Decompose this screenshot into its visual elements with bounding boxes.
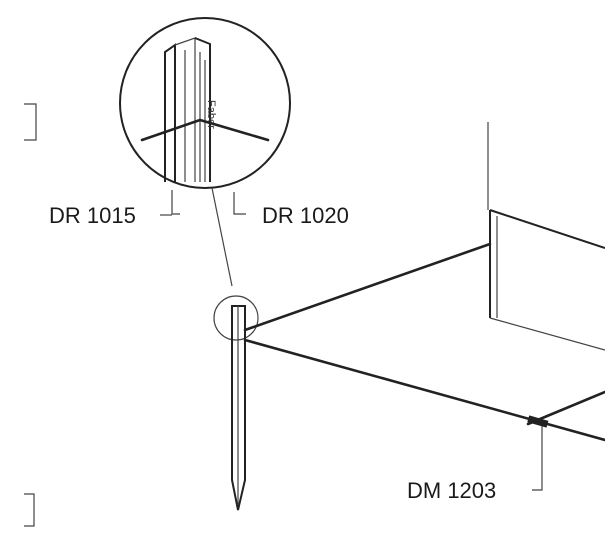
callout-label-right: DR 1020	[262, 203, 349, 228]
detail-wire	[140, 118, 270, 142]
callout-label-left: DR 1015	[49, 203, 136, 228]
wire-branch	[526, 390, 605, 426]
magnifier-leader-line	[211, 187, 233, 287]
enclosure-box	[487, 122, 605, 351]
wire-connector	[527, 415, 549, 428]
wire-upper	[243, 242, 492, 332]
ground-stake	[231, 305, 246, 511]
detail-magnifier: Faber	[119, 17, 291, 215]
detail-post-profile: Faber	[164, 37, 246, 215]
edge-bracket-top	[24, 103, 37, 141]
post-focus-circle	[213, 295, 259, 341]
callout-leader-bottom	[532, 426, 543, 491]
wire-lower	[243, 338, 605, 442]
callout-label-bottom: DM 1203	[407, 478, 496, 503]
edge-bracket-bottom	[24, 493, 35, 527]
